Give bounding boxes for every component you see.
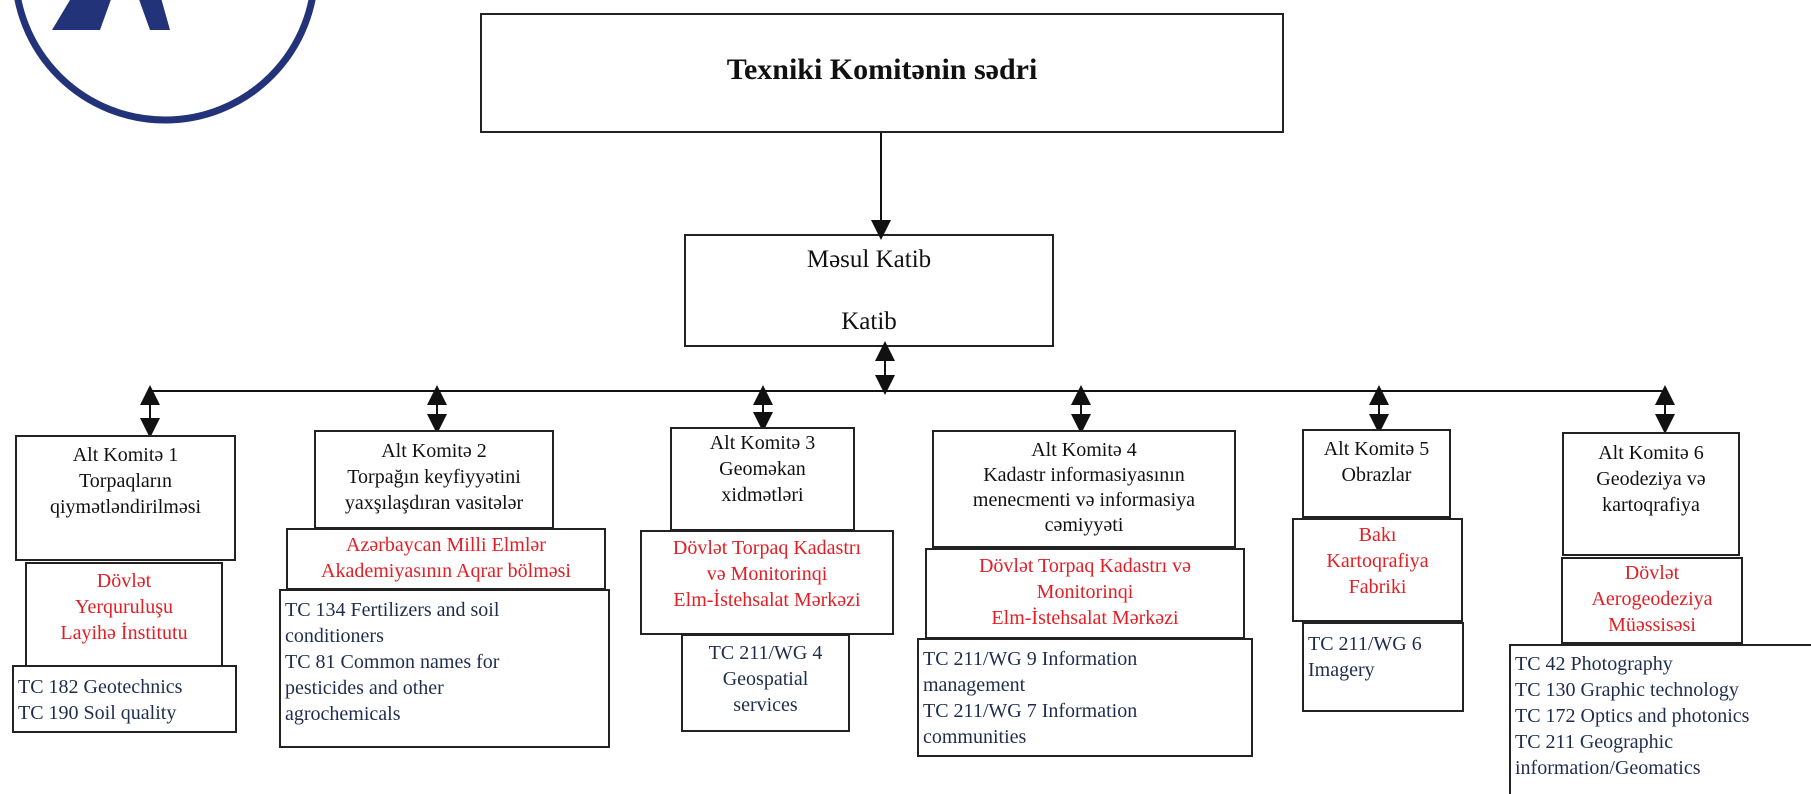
secretary-box <box>684 234 1054 347</box>
subcommittee-3-tc-box <box>681 634 850 732</box>
subcommittee-6-org-box <box>1561 557 1743 644</box>
subcommittee-2-tc-box <box>279 589 610 748</box>
subcommittee-6-tc-box <box>1509 644 1811 794</box>
subcommittee-1-org-box <box>25 562 223 667</box>
subcommittee-5-box <box>1302 429 1451 518</box>
secretary-line1: Məsul Katib <box>806 246 932 273</box>
chairman-box <box>480 13 1284 133</box>
subcommittee-4-box <box>932 430 1236 548</box>
subcommittee-1-box <box>15 435 236 561</box>
subcommittee-5-org-box <box>1292 518 1463 622</box>
subcommittee-2-org-box <box>286 528 606 590</box>
logo-emblem <box>14 0 316 124</box>
subcommittee-1-tc-box <box>12 665 237 733</box>
secretary-line2: Katib <box>841 308 897 335</box>
subcommittee-5-tc-box <box>1302 622 1464 712</box>
subcommittee-6-box <box>1562 432 1740 556</box>
chairman-title: Texniki Komitənin sədri <box>726 53 1038 86</box>
subcommittee-4-tc-box <box>917 638 1253 757</box>
subcommittee-3-box <box>670 427 855 531</box>
